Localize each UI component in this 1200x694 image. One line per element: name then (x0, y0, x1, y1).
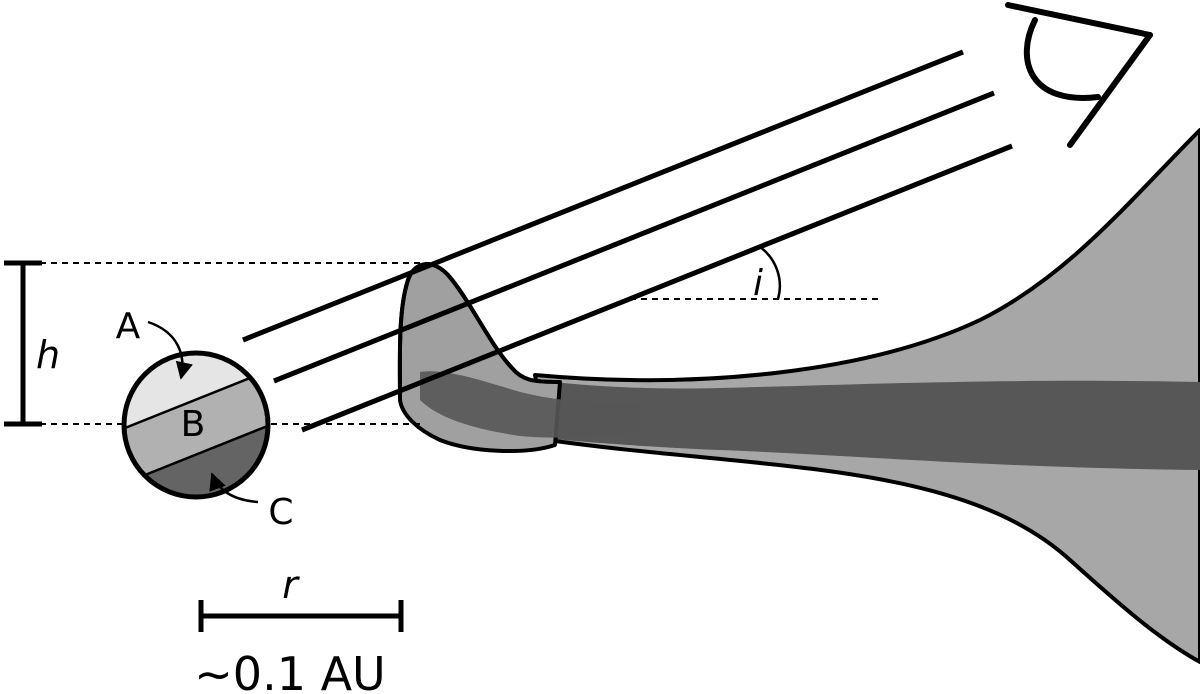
arrow-c (209, 472, 259, 504)
eye-icon (1005, 2, 1153, 148)
label-inclination: i (753, 263, 763, 304)
line-of-sight-3 (301, 143, 1013, 433)
scale-bar (198, 600, 404, 632)
label-scale: ~0.1 AU (194, 647, 385, 694)
label-c: C (268, 492, 293, 533)
label-radius: r (282, 563, 300, 607)
inner-rim-shadow (420, 371, 640, 438)
label-b: B (181, 404, 206, 445)
label-a: A (116, 306, 141, 347)
line-of-sight-2 (273, 90, 995, 384)
inclination-arc (759, 245, 782, 300)
disk-midplane (415, 371, 1200, 470)
height-bracket (4, 260, 42, 427)
label-height: h (36, 333, 60, 377)
arrow-a (147, 320, 193, 380)
line-of-sight-1 (242, 49, 964, 343)
inner-rim-outline (397, 262, 561, 401)
